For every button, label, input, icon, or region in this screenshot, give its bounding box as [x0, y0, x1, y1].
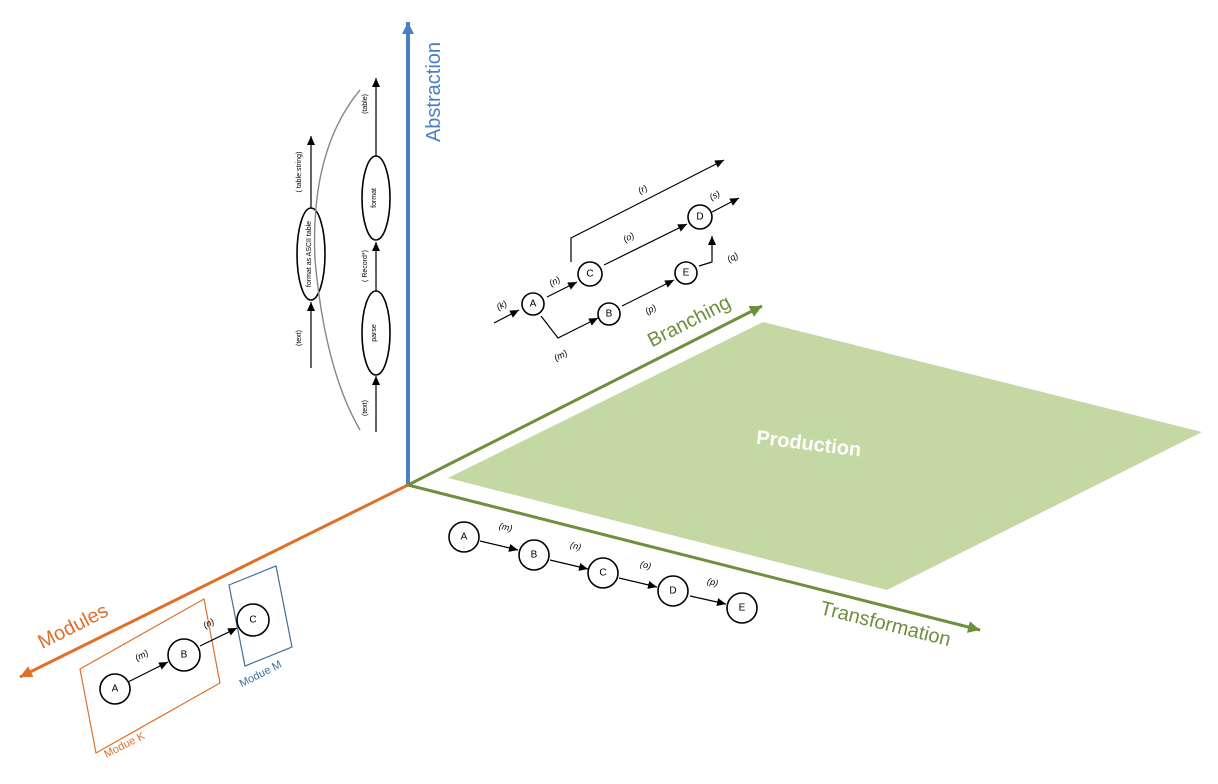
modules-axis-label: Modules [35, 600, 112, 654]
branch-edge-o-label: (o) [621, 230, 635, 244]
module-node-b-label: B [181, 650, 188, 661]
module-edge-m-label: (m) [133, 648, 150, 663]
module-edge-n [199, 627, 238, 647]
module-node-b [167, 638, 201, 672]
transform-node-e [726, 592, 758, 624]
transform-edge-o [618, 577, 658, 589]
branch-node-b-label: B [606, 309, 613, 320]
format-ascii-label: format as ASCII table [306, 221, 313, 287]
abstraction-right-output-label: (table) [362, 94, 369, 114]
branch-node-d [687, 204, 713, 230]
modules-axis [19, 483, 409, 679]
transform-node-b [518, 539, 550, 571]
branch-edge-r-label: (r) [636, 183, 649, 196]
format-label: format [371, 188, 378, 208]
transform-node-b-label: B [531, 550, 538, 561]
abstraction-right-middle-label: ( Record*) [362, 250, 369, 282]
branch-edge-m-label: (m) [552, 348, 569, 363]
transform-edge-m-label: (m) [498, 521, 514, 534]
branch-node-c [577, 261, 603, 287]
abstraction-left-output-label: ( table:string) [296, 152, 303, 193]
transform-edge-m [479, 540, 519, 552]
branch-node-d-label: D [696, 212, 703, 223]
branch-node-b [597, 302, 621, 326]
branch-node-a [521, 292, 545, 316]
transform-node-d [657, 575, 689, 607]
branch-edge-s-label: (s) [708, 188, 722, 202]
abstraction-left-input-label: (text) [296, 330, 303, 346]
branch-edge-q [698, 236, 716, 267]
abstraction-diagram: (text) format as ASCII table ( table:str… [296, 78, 391, 432]
module-k-box [79, 598, 221, 754]
branch-node-a-label: A [530, 299, 537, 310]
branch-edge-q-label: (q) [725, 250, 739, 264]
module-edge-n-label: (n) [201, 616, 215, 630]
module-node-c [236, 603, 270, 637]
branch-edge-o [603, 223, 688, 266]
branch-edge-m [540, 315, 599, 339]
transform-node-c-label: C [599, 568, 606, 579]
branch-edge-n [546, 281, 578, 298]
transform-edge-n [549, 559, 589, 571]
transform-node-a-label: A [461, 532, 468, 543]
transformation-axis [407, 483, 981, 633]
branching-diagram: A B C D E (k) (m) (n) (o) (p) (q) (r) (s… [493, 159, 740, 363]
production-area [448, 322, 1202, 590]
transform-node-c [587, 557, 619, 589]
branch-edge-s [711, 197, 740, 213]
transform-edge-o-label: (o) [639, 559, 652, 571]
module-m-box [228, 565, 293, 667]
transform-node-a [448, 521, 480, 553]
abstraction-right-input-label: (text) [362, 400, 369, 416]
abstraction-brace [313, 89, 361, 431]
abstraction-axis-label: Abstraction [423, 42, 445, 142]
transform-edge-n-label: (n) [569, 540, 582, 552]
module-node-a-label: A [112, 684, 119, 695]
branch-edge-k-label: (k) [495, 298, 509, 312]
branch-node-c-label: C [586, 269, 593, 280]
branching-axis [407, 304, 763, 487]
transformation-diagram: A B C D E (m) (n) (o) (p) [448, 521, 758, 624]
branch-node-e [674, 261, 698, 285]
transform-edge-p-label: (p) [706, 576, 719, 588]
branch-node-e-label: E [683, 268, 690, 279]
branch-edge-r [570, 159, 725, 262]
transform-node-d-label: D [669, 586, 676, 597]
branch-edge-p [621, 279, 675, 307]
module-edge-m [127, 661, 169, 683]
parse-label: parse [371, 324, 378, 342]
transform-node-e-label: E [739, 603, 746, 614]
branch-edge-p-label: (p) [643, 302, 657, 316]
branch-edge-n-label: (n) [547, 274, 561, 288]
module-node-c-label: C [249, 615, 256, 626]
module-node-a [99, 673, 131, 705]
branch-edge-k [493, 309, 520, 324]
transform-edge-p [689, 595, 727, 606]
production-plane: Production [448, 322, 1202, 590]
